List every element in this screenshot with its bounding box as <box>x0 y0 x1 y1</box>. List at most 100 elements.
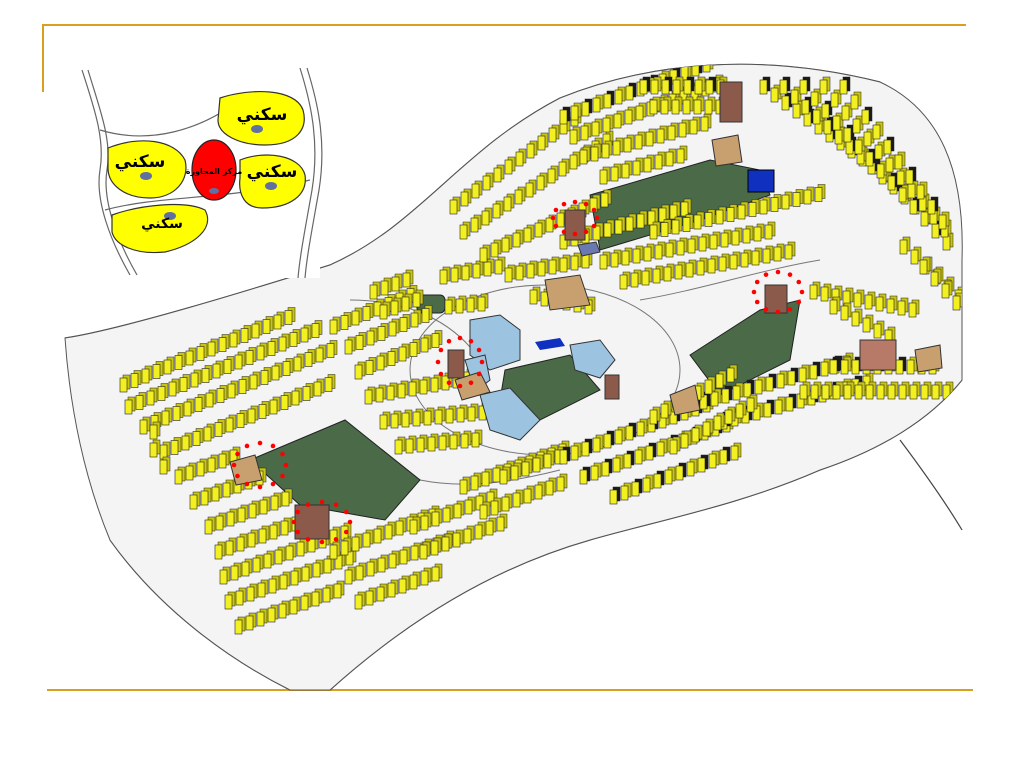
housing-block <box>667 122 679 141</box>
housing-block <box>369 281 381 300</box>
housing-block <box>251 320 263 339</box>
housing-block <box>591 118 603 137</box>
housing-block <box>362 303 374 321</box>
housing-block <box>161 407 173 426</box>
housing-block <box>222 479 234 498</box>
marker-dot <box>244 481 250 487</box>
housing-block <box>216 385 228 403</box>
housing-block <box>621 160 633 179</box>
service-center-ring <box>435 335 485 389</box>
civic-accent <box>535 338 565 350</box>
service-buildings <box>229 81 943 540</box>
housing-block <box>477 293 489 312</box>
housing-block <box>718 253 730 272</box>
housing-block <box>676 145 688 164</box>
housing-block <box>803 186 815 205</box>
housing-block <box>124 396 136 415</box>
housing-block <box>799 76 811 95</box>
housing-block <box>897 297 909 316</box>
housing-block <box>445 405 457 424</box>
housing-block <box>430 537 442 556</box>
housing-block <box>390 410 402 429</box>
housing-block <box>236 533 248 552</box>
housing-block <box>680 198 692 217</box>
housing-block <box>474 521 486 540</box>
housing-block <box>865 381 877 400</box>
key-zone-label: سكني <box>115 152 166 172</box>
marker-dot <box>438 371 444 377</box>
marker-dot <box>763 272 769 277</box>
marker-dot <box>457 383 463 389</box>
housing-block <box>694 76 706 95</box>
housing-block <box>461 262 473 281</box>
housing-block <box>704 96 716 115</box>
housing-block <box>139 416 151 435</box>
housing-block <box>301 563 313 582</box>
housing-block <box>669 201 681 220</box>
housing-block <box>636 418 648 437</box>
housing-block <box>333 580 345 599</box>
housing-block <box>721 385 733 404</box>
marker-dot <box>446 338 452 344</box>
housing-block <box>894 151 906 170</box>
housing-block <box>521 458 533 477</box>
housing-block <box>398 343 410 362</box>
housing-block <box>471 429 483 448</box>
housing-block <box>641 267 653 286</box>
housing-block <box>460 188 472 207</box>
neighbourhood-center-buildings <box>464 169 775 441</box>
housing-block <box>515 262 527 281</box>
marker-dot <box>476 347 482 353</box>
housing-block <box>248 500 260 519</box>
marker-dot <box>347 519 353 525</box>
housing-block <box>190 369 202 388</box>
housing-block <box>763 399 775 418</box>
housing-block <box>693 96 705 115</box>
housing-block <box>420 334 432 353</box>
housing-block <box>602 114 614 133</box>
housing-block <box>183 398 195 417</box>
key-zone-dot <box>251 125 263 133</box>
civic-blue-block <box>747 169 775 193</box>
marker-dot <box>257 440 263 446</box>
housing-block <box>672 76 684 95</box>
marker-dot <box>343 509 349 515</box>
housing-block <box>952 292 963 311</box>
housing-block <box>282 358 294 376</box>
housing-block <box>660 219 672 237</box>
housing-block <box>214 541 226 560</box>
housing-block <box>693 211 705 230</box>
housing-block <box>726 204 738 222</box>
housing-block <box>263 550 275 569</box>
housing-block <box>258 401 270 419</box>
housing-block <box>412 289 424 308</box>
housing-block <box>434 406 446 425</box>
housing-block <box>671 96 683 115</box>
housing-block <box>707 255 719 274</box>
housing-block <box>851 308 863 327</box>
marker-dot <box>270 443 276 449</box>
housing-block <box>366 327 378 346</box>
housing-block <box>397 380 409 399</box>
housing-block <box>388 550 400 569</box>
housing-block <box>456 404 468 423</box>
housing-block <box>665 148 677 167</box>
housing-block <box>280 517 292 536</box>
housing-block <box>284 307 296 325</box>
housing-block <box>674 261 686 280</box>
housing-block <box>444 296 456 315</box>
left-accent-rule <box>42 24 44 92</box>
housing-block <box>364 386 376 405</box>
housing-block <box>543 450 555 469</box>
housing-block <box>649 406 661 425</box>
housing-block <box>510 462 522 481</box>
housing-block <box>650 76 662 95</box>
housing-block <box>459 476 471 495</box>
housing-block <box>748 199 760 217</box>
housing-block <box>671 216 683 235</box>
housing-block <box>660 96 672 115</box>
housing-block <box>464 496 476 515</box>
housing-block <box>579 146 591 165</box>
service-center-ring <box>231 440 289 490</box>
housing-block <box>726 364 738 383</box>
